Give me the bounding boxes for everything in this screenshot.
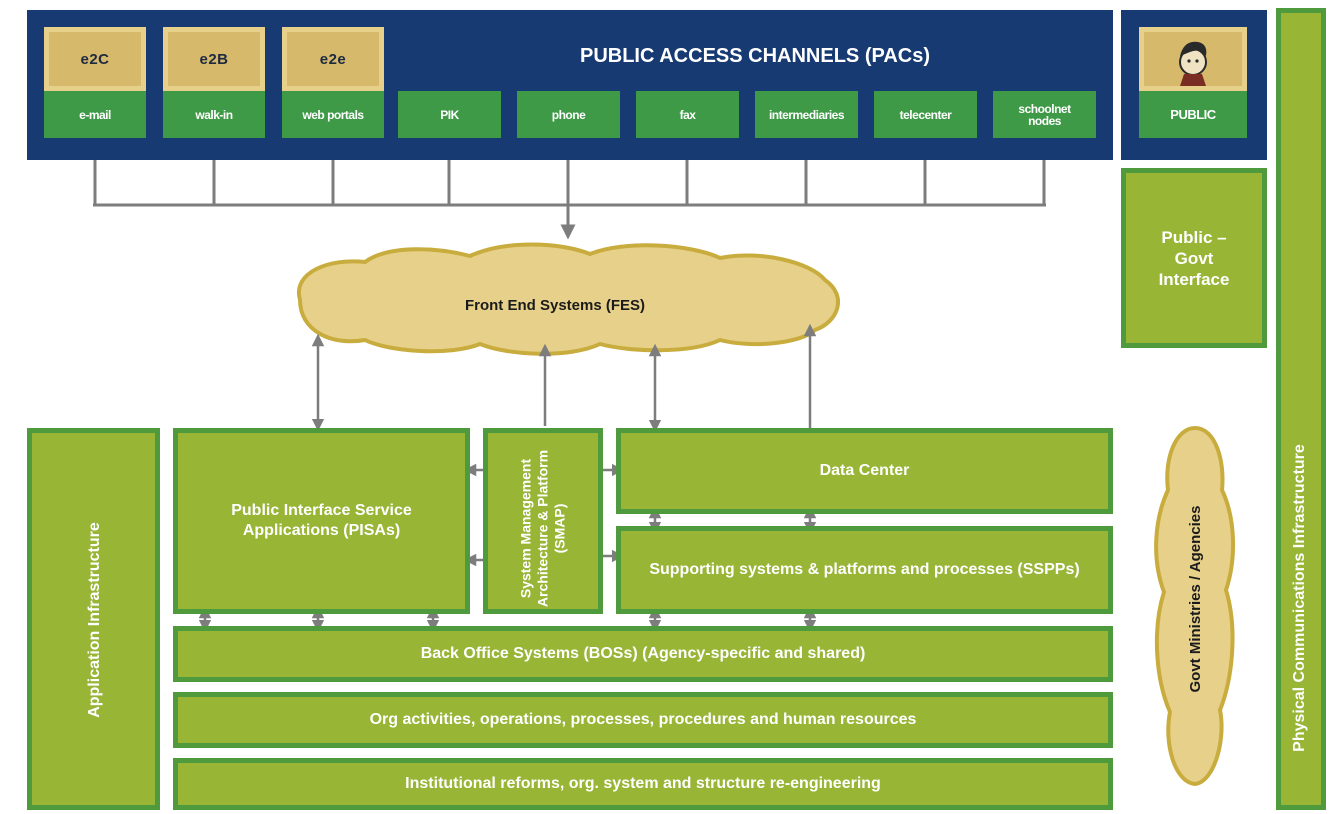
- govt-ministries-label: Govt Ministries / Agencies: [1187, 489, 1205, 709]
- org-activities-block: Org activities, operations, processes, p…: [173, 692, 1113, 748]
- channel-schoolnet: schoolnet nodes: [993, 91, 1096, 138]
- channel-walkin: walk-in: [163, 91, 265, 138]
- e2c-badge: e2C: [44, 27, 146, 91]
- channel-intermediaries: intermediaries: [755, 91, 858, 138]
- bos-block: Back Office Systems (BOSs) (Agency-speci…: [173, 626, 1113, 682]
- govt-cloud: [1154, 425, 1236, 787]
- fes-cloud: [296, 242, 840, 356]
- app-infra-bar: Application Infrastructure: [27, 428, 160, 810]
- smap-text: System Management Architecture & Platfor…: [517, 449, 568, 608]
- bos-label: Back Office Systems (BOSs) (Agency-speci…: [420, 645, 866, 662]
- org-activities-label: Org activities, operations, processes, p…: [369, 711, 917, 728]
- smap-block: System Management Architecture & Platfor…: [483, 428, 603, 614]
- channel-pik: PIK: [398, 91, 501, 138]
- e2e-badge: e2e: [282, 27, 384, 91]
- pisas-block: Public Interface Service Applications (P…: [173, 428, 470, 614]
- e2b-badge: e2B: [163, 27, 265, 91]
- pisas-label: Public Interface Service Applications (P…: [231, 502, 412, 539]
- govt-ministries-text: Govt Ministries / Agencies: [1187, 505, 1204, 693]
- data-center-label: Data Center: [819, 462, 910, 479]
- physical-infra-bar: Physical Communications Infrastructure: [1276, 8, 1326, 810]
- pac-title: PUBLIC ACCESS CHANNELS (PACs): [579, 45, 931, 67]
- public-figure-icon: [1139, 27, 1247, 91]
- channel-fax: fax: [636, 91, 739, 138]
- public-govt-interface: Public – Govt Interface: [1121, 168, 1267, 348]
- institutional-block: Institutional reforms, org. system and s…: [173, 758, 1113, 810]
- public-govt-interface-label: Public – Govt Interface: [1158, 227, 1230, 289]
- public-label: PUBLIC: [1139, 91, 1247, 138]
- channel-phone: phone: [517, 91, 620, 138]
- fes-label: Front End Systems (FES): [464, 296, 646, 314]
- channel-email: e-mail: [44, 91, 146, 138]
- channel-telecenter: telecenter: [874, 91, 977, 138]
- sspps-block: Supporting systems & platforms and proce…: [616, 526, 1113, 614]
- channel-webportals: web portals: [282, 91, 384, 138]
- sspps-label: Supporting systems & platforms and proce…: [649, 561, 1080, 578]
- smap-label: System Management Architecture & Platfor…: [518, 441, 569, 617]
- institutional-label: Institutional reforms, org. system and s…: [405, 775, 881, 792]
- data-center-block: Data Center: [616, 428, 1113, 514]
